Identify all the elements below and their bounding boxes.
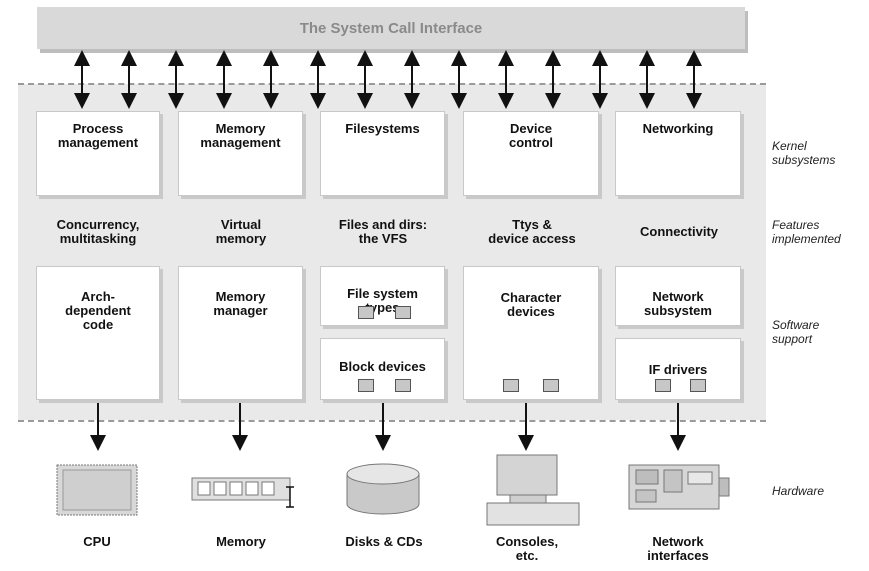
network-card-icon [628, 464, 730, 510]
block-devices-label: Block devices [339, 359, 426, 374]
software-file-system-types: File system types [320, 266, 445, 326]
fs-types-chip-icon [395, 306, 411, 319]
if-drivers-label: IF drivers [648, 362, 708, 377]
hardware-label-memory: Memory [216, 534, 266, 549]
block-devices-chip-icon [395, 379, 411, 392]
side-label-features-implemented: Features implemented [772, 218, 841, 246]
software-memory-manager: Memory manager [178, 266, 303, 400]
software-if-drivers: IF drivers [615, 338, 741, 400]
character-devices-chip-icon [503, 379, 519, 392]
if-drivers-chip-icon [655, 379, 671, 392]
feature-tty-device-access: Ttys & device access [488, 217, 576, 246]
software-block-devices: Block devices [320, 338, 445, 400]
console-icon [486, 454, 580, 526]
hardware-label-consoles: Consoles, etc. [495, 534, 559, 563]
subsystem-memory-management: Memory management [178, 111, 303, 196]
subsystem-filesystems: Filesystems [320, 111, 445, 196]
lower-dashed-divider [18, 420, 766, 422]
feature-vfs: Files and dirs: the VFS [338, 217, 428, 246]
disk-icon [346, 463, 420, 515]
character-devices-chip-icon [543, 379, 559, 392]
fs-types-chip-icon [358, 306, 374, 319]
if-drivers-chip-icon [690, 379, 706, 392]
subsystem-device-control: Device control [463, 111, 599, 196]
memory-icon [191, 477, 294, 508]
side-label-software-support: Software support [772, 318, 820, 346]
side-label-kernel-subsystems: Kernel subsystems [772, 139, 836, 167]
subsystem-networking: Networking [615, 111, 741, 196]
software-character-devices: Character devices [463, 266, 599, 400]
hardware-label-network-interfaces: Network interfaces [647, 534, 709, 563]
software-network-subsystem: Network subsystem [615, 266, 741, 326]
upper-dashed-divider [18, 83, 766, 85]
network-subsystem-label: Network subsystem [644, 289, 712, 318]
feature-virtual-memory: Virtual memory [215, 217, 267, 246]
subsystem-process-management: Process management [36, 111, 160, 196]
block-devices-chip-icon [358, 379, 374, 392]
side-label-hardware: Hardware [772, 484, 825, 498]
software-arch-dependent-code: Arch- dependent code [36, 266, 160, 400]
hardware-label-cpu: CPU [83, 534, 111, 549]
character-devices-label: Character devices [500, 290, 562, 319]
system-call-interface: The System Call Interface [37, 7, 745, 49]
cpu-icon [56, 464, 138, 516]
feature-concurrency: Concurrency, multitasking [56, 217, 140, 246]
hardware-label-disks: Disks & CDs [345, 534, 423, 549]
feature-connectivity: Connectivity [639, 224, 718, 239]
file-system-types-label: File system types [347, 286, 418, 315]
